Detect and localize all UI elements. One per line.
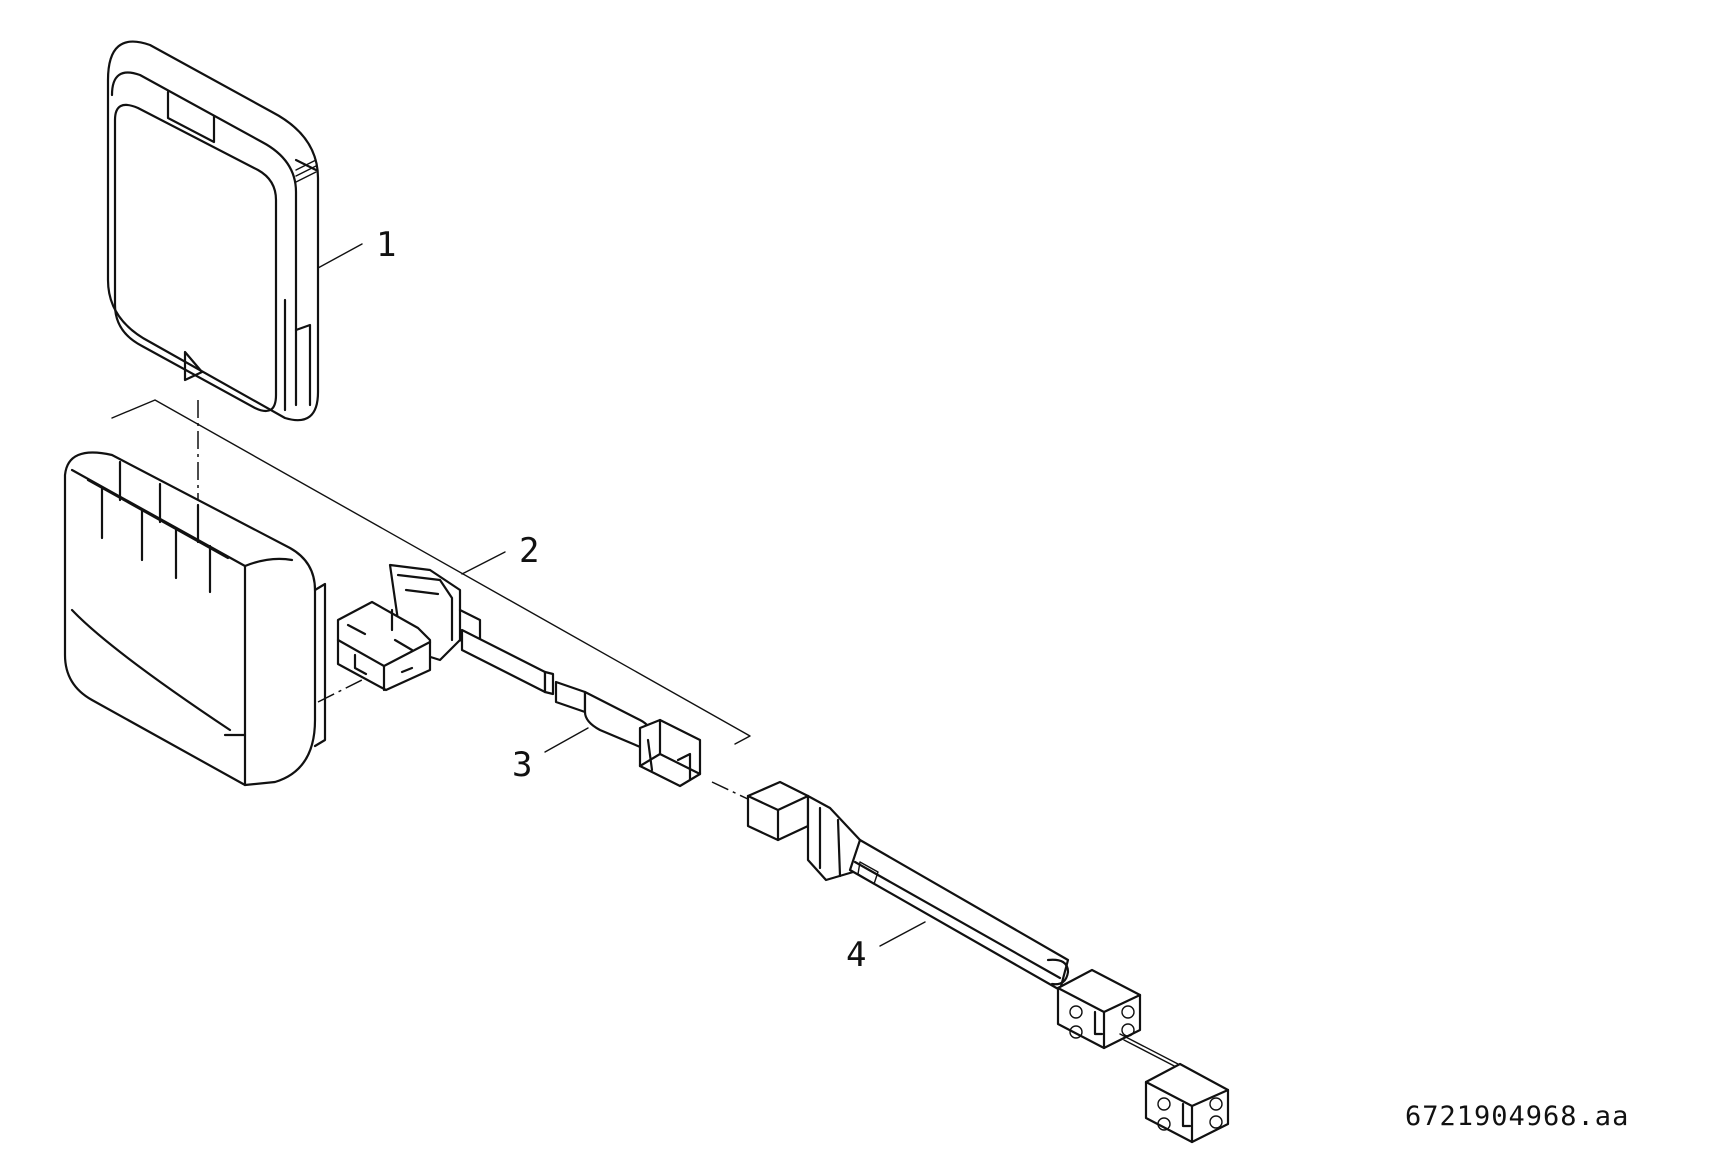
part-1-front-cover (106, 40, 320, 422)
part-3-cable-plug (554, 680, 702, 788)
reference-code: 6721904968.aa (1405, 1101, 1629, 1132)
callout-3-leader (544, 727, 589, 753)
part-2-connector-block (336, 563, 482, 692)
callout-2-bracket-line (111, 399, 751, 745)
part-3-cable-segment (460, 628, 555, 696)
callout-2-leader (461, 551, 506, 575)
callout-1-leader (317, 243, 363, 269)
callout-1-label: 1 (376, 225, 396, 265)
part-2-base-frame (63, 451, 327, 787)
callout-4-leader (879, 921, 926, 947)
plug-axis-line (711, 781, 751, 801)
callout-2-label: 2 (519, 531, 539, 571)
callout-3-label: 3 (512, 745, 532, 785)
part-4-cable-assembly (746, 780, 1230, 1144)
triangle-mark-icon (183, 350, 204, 382)
callout-4-label: 4 (846, 935, 866, 975)
